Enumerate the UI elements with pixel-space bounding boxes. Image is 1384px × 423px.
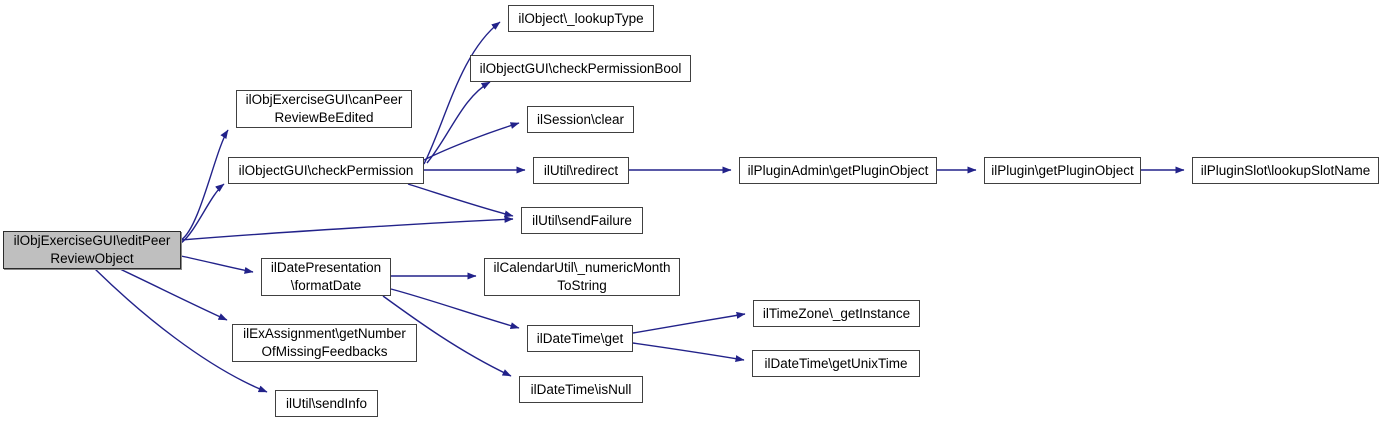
graph-node-dateTimeIsNull[interactable]: ilDateTime\isNull bbox=[519, 376, 643, 403]
graph-node-label: ilTimeZone\_getInstance bbox=[762, 305, 911, 321]
graph-node-root[interactable]: ilObjExerciseGUI\editPeer ReviewObject bbox=[3, 231, 181, 269]
graph-edge-root-to-sendInfo bbox=[94, 268, 268, 393]
graph-node-checkPermission[interactable]: ilObjectGUI\checkPermission bbox=[228, 157, 424, 184]
graph-node-pluginAdmin[interactable]: ilPluginAdmin\getPluginObject bbox=[739, 157, 937, 184]
graph-node-timeZone[interactable]: ilTimeZone\_getInstance bbox=[753, 300, 920, 327]
graph-edge-root-to-sendFailure bbox=[180, 215, 514, 241]
graph-node-lookupType[interactable]: ilObject\_lookupType bbox=[508, 5, 654, 32]
graph-edge-formatDate-to-dateTimeIsNull bbox=[382, 295, 512, 377]
graph-node-getUnixTime[interactable]: ilDateTime\getUnixTime bbox=[752, 350, 920, 377]
graph-edge-checkPermission-to-checkPermBool bbox=[426, 81, 491, 164]
graph-node-sendFailure[interactable]: ilUtil\sendFailure bbox=[521, 207, 643, 234]
graph-node-sessionClear[interactable]: ilSession\clear bbox=[527, 106, 634, 133]
graph-node-exAssignment[interactable]: ilExAssignment\getNumber OfMissingFeedba… bbox=[232, 324, 417, 362]
graph-node-label: ilObjectGUI\checkPermission bbox=[238, 162, 414, 178]
graph-node-label: ilObjExerciseGUI\editPeer ReviewObject bbox=[13, 233, 171, 266]
graph-node-label: ilSession\clear bbox=[536, 111, 625, 127]
graph-node-label: ilPlugin\getPluginObject bbox=[991, 162, 1134, 178]
graph-edge-formatDate-to-dateTimeGet bbox=[390, 288, 520, 330]
graph-node-label: ilObjExerciseGUI\canPeer ReviewBeEdited bbox=[245, 92, 403, 125]
graph-node-label: ilDateTime\isNull bbox=[530, 381, 632, 397]
graph-node-numericMonth[interactable]: ilCalendarUtil\_numericMonth ToString bbox=[484, 258, 680, 296]
graph-edge-checkPermission-to-lookupType bbox=[423, 21, 501, 165]
graph-edge-root-to-canPeerReview bbox=[180, 129, 229, 241]
graph-node-label: ilUtil\sendFailure bbox=[532, 212, 632, 228]
graph-node-redirect[interactable]: ilUtil\redirect bbox=[533, 157, 629, 184]
graph-edge-checkPermission-to-sendFailure bbox=[407, 183, 514, 218]
graph-node-checkPermBool[interactable]: ilObjectGUI\checkPermissionBool bbox=[470, 55, 691, 82]
graph-node-label: ilPluginAdmin\getPluginObject bbox=[747, 162, 929, 178]
graph-edge-dateTimeGet-to-getUnixTime bbox=[632, 342, 745, 363]
graph-edge-root-to-exAssignment bbox=[119, 268, 228, 321]
graph-node-pluginGet[interactable]: ilPlugin\getPluginObject bbox=[984, 157, 1141, 184]
graph-node-label: ilDateTime\get bbox=[536, 330, 624, 346]
graph-node-label: ilCalendarUtil\_numericMonth ToString bbox=[493, 260, 671, 293]
graph-node-label: ilDatePresentation \formatDate bbox=[270, 260, 382, 293]
graph-node-pluginSlot[interactable]: ilPluginSlot\lookupSlotName bbox=[1192, 157, 1379, 184]
graph-node-label: ilObject\_lookupType bbox=[518, 10, 644, 26]
graph-node-label: ilExAssignment\getNumber OfMissingFeedba… bbox=[243, 326, 406, 359]
graph-node-label: ilUtil\sendInfo bbox=[285, 395, 368, 411]
graph-edge-checkPermission-to-sessionClear bbox=[423, 122, 520, 161]
graph-node-formatDate[interactable]: ilDatePresentation \formatDate bbox=[261, 258, 391, 296]
graph-node-label: ilObjectGUI\checkPermissionBool bbox=[479, 60, 682, 76]
graph-node-canPeerReview[interactable]: ilObjExerciseGUI\canPeer ReviewBeEdited bbox=[236, 90, 412, 128]
graph-edge-dateTimeGet-to-timeZone bbox=[632, 311, 746, 334]
graph-node-label: ilDateTime\getUnixTime bbox=[764, 355, 908, 371]
graph-edge-root-to-formatDate bbox=[180, 255, 254, 274]
graph-node-label: ilUtil\redirect bbox=[543, 162, 619, 178]
graph-node-label: ilPluginSlot\lookupSlotName bbox=[1200, 162, 1371, 178]
graph-node-dateTimeGet[interactable]: ilDateTime\get bbox=[527, 325, 633, 352]
graph-node-sendInfo[interactable]: ilUtil\sendInfo bbox=[275, 390, 378, 417]
